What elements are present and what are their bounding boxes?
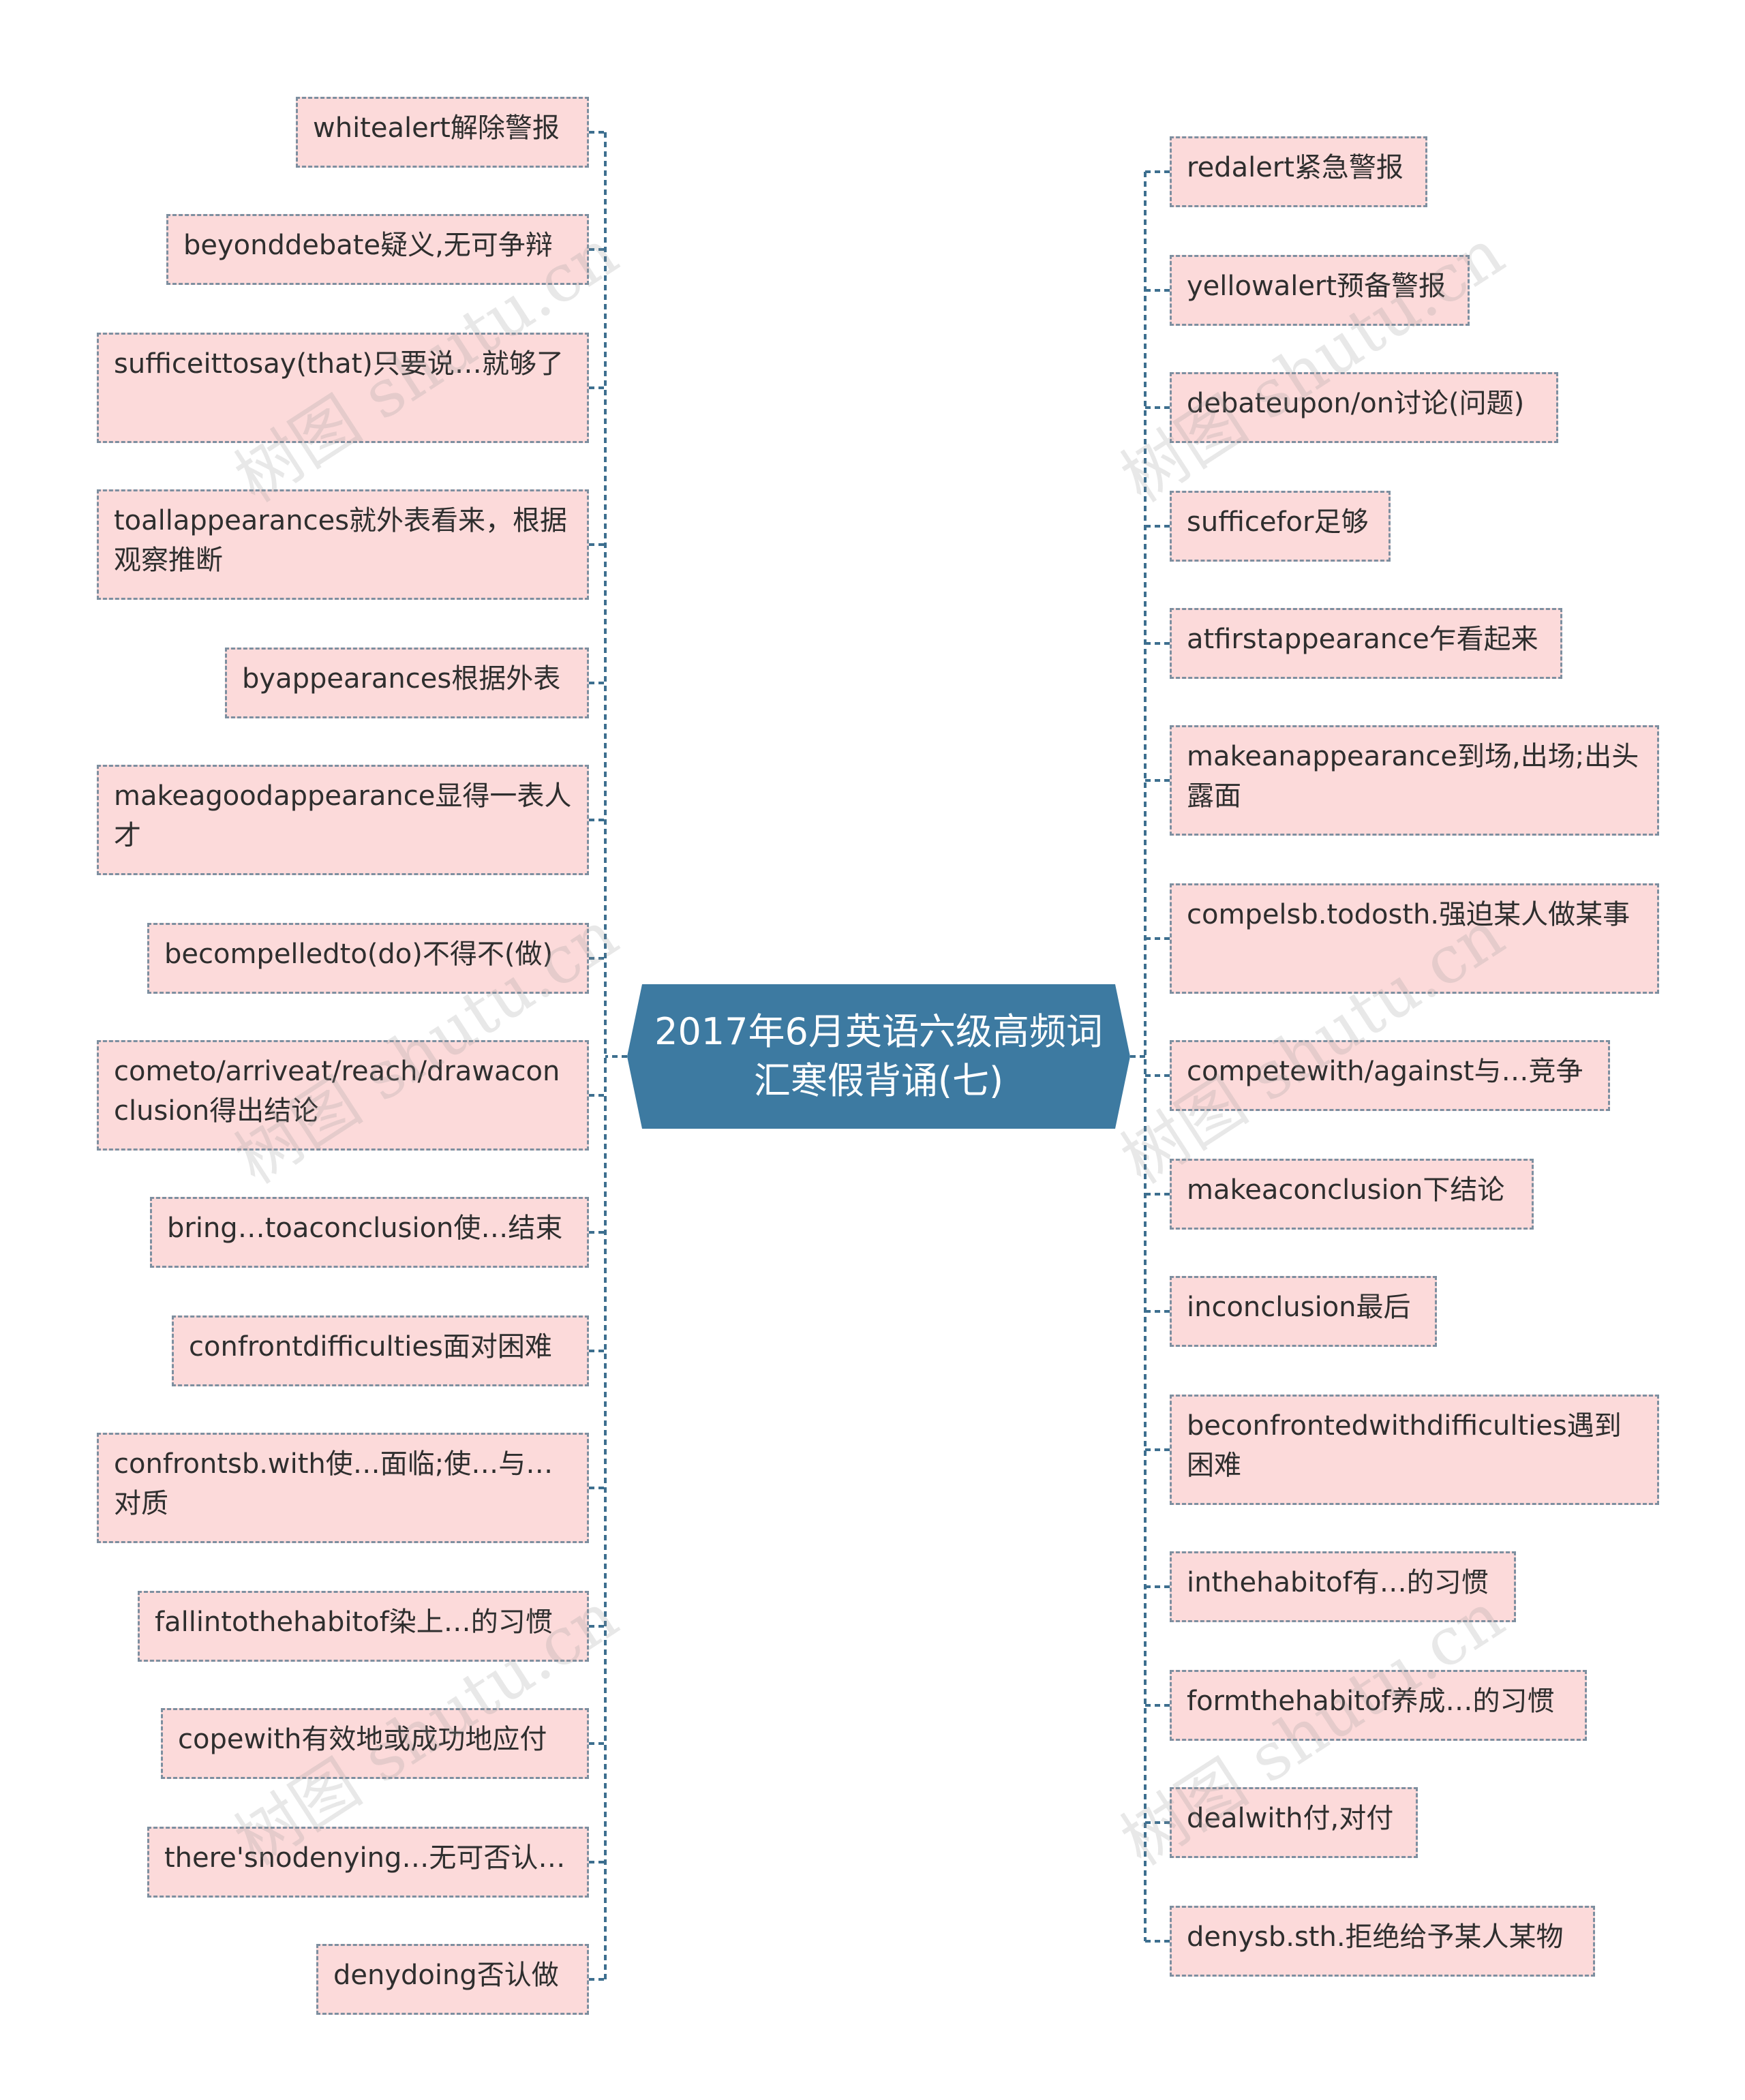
right-node-inconclusion[interactable]: inconclusion最后 [1170, 1276, 1437, 1347]
right-node-atfirstappearance[interactable]: atfirstappearance乍看起来 [1170, 608, 1562, 679]
right-node-makeaconclusion[interactable]: makeaconclusion下结论 [1170, 1159, 1534, 1230]
central-topic[interactable]: 2017年6月英语六级高频词汇寒假背诵(七) [627, 984, 1130, 1129]
left-node-bringtoaconclusion[interactable]: bring…toaconclusion使…结束 [150, 1197, 589, 1268]
right-node-redalert[interactable]: redalert紧急警报 [1170, 136, 1427, 207]
right-node-sufficefor[interactable]: sufficefor足够 [1170, 491, 1391, 562]
right-node-formthehabitof[interactable]: formthehabitof养成…的习惯 [1170, 1670, 1587, 1741]
left-node-sufficeittosay[interactable]: sufficeittosay(that)只要说…就够了 [97, 333, 589, 443]
left-node-whitealert[interactable]: whitealert解除警报 [296, 97, 589, 168]
right-node-makeanappearance[interactable]: makeanappearance到场,出场;出头露面 [1170, 725, 1659, 836]
central-topic-label: 2017年6月英语六级高频词汇寒假背诵(七) [654, 1010, 1103, 1102]
right-node-dealwith[interactable]: dealwith付,对付 [1170, 1787, 1418, 1858]
right-node-competewith[interactable]: competewith/against与…竞争 [1170, 1040, 1610, 1111]
left-node-denydoing[interactable]: denydoing否认做 [316, 1944, 589, 2015]
right-node-yellowalert[interactable]: yellowalert预备警报 [1170, 255, 1470, 326]
left-node-confrontdifficulties[interactable]: confrontdifficulties面对困难 [172, 1315, 589, 1386]
left-node-copewith[interactable]: copewith有效地或成功地应付 [161, 1708, 589, 1779]
left-node-theresnodenying[interactable]: there'snodenying…无可否认… [147, 1827, 589, 1898]
left-node-fallintothehabitof[interactable]: fallintothehabitof染上…的习惯 [138, 1591, 589, 1662]
right-node-beconfrontedwith[interactable]: beconfrontedwithdifficulties遇到困难 [1170, 1395, 1659, 1505]
left-node-confrontsbwith[interactable]: confrontsb.with使…面临;使…与…对质 [97, 1433, 589, 1543]
right-node-compelsb[interactable]: compelsb.todosth.强迫某人做某事 [1170, 883, 1659, 994]
right-node-inthehabitof[interactable]: inthehabitof有…的习惯 [1170, 1551, 1516, 1622]
left-node-becompelledto[interactable]: becompelledto(do)不得不(做) [147, 923, 589, 994]
left-node-drawaconclusion[interactable]: cometo/arriveat/reach/drawaconclusion得出结… [97, 1040, 589, 1151]
left-node-makeagoodappearance[interactable]: makeagoodappearance显得一表人才 [97, 765, 589, 875]
left-node-beyonddebate[interactable]: beyonddebate疑义,无可争辩 [166, 214, 589, 285]
right-node-debateupon[interactable]: debateupon/on讨论(问题) [1170, 372, 1558, 443]
right-node-denysbsth[interactable]: denysb.sth.拒绝给予某人某物 [1170, 1906, 1595, 1977]
left-node-toallappearances[interactable]: toallappearances就外表看来，根据观察推断 [97, 489, 589, 600]
left-node-byappearances[interactable]: byappearances根据外表 [225, 648, 589, 718]
